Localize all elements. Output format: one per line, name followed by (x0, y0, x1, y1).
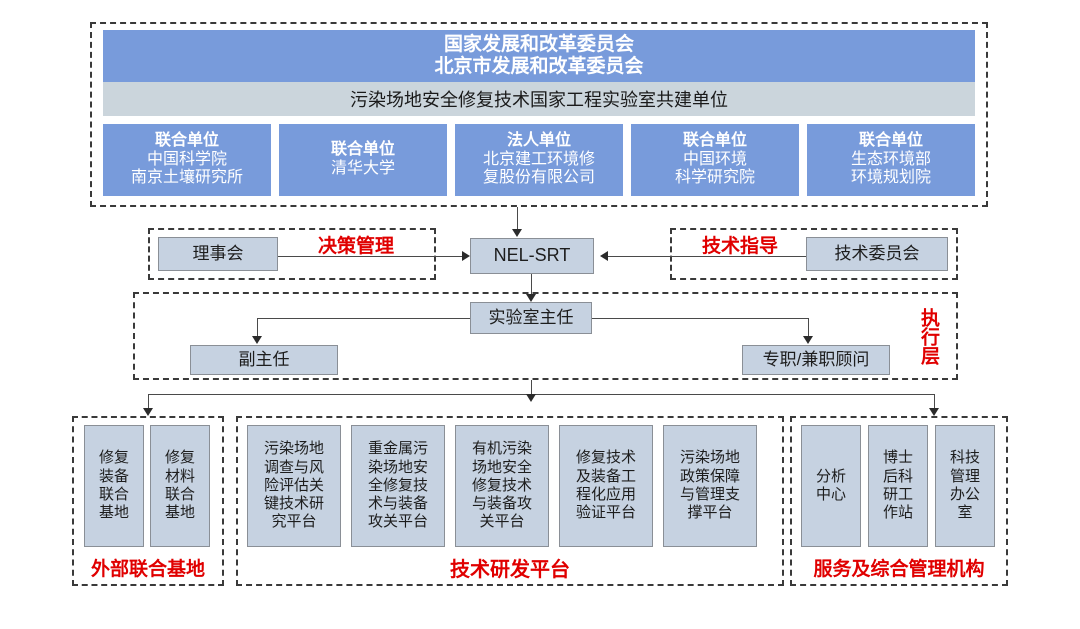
unit-name-2-line1: 北京建工环境修 (482, 150, 595, 168)
arrow-council-to-center (462, 251, 470, 261)
service-admin-item-2: 科技管理办公室 (935, 425, 995, 547)
execution-layer-group (133, 292, 958, 380)
unit-name-0-line2: 南京土壤研究所 (130, 169, 243, 187)
rd-platform-item-0-text: 污染场地调查与风险评估关键技术研究平台 (263, 440, 324, 531)
arrow-director-to-advisor (803, 336, 813, 344)
deputy-director-label: 副主任 (238, 349, 290, 369)
top-header-line2: 北京市发展和改革委员会 (434, 56, 644, 77)
external-base-group (72, 416, 224, 586)
rd-platform-item-1-text: 重金属污染场地安全修复技术与装备攻关平台 (367, 440, 428, 531)
unit-box-1: 联合单位 清华大学 (279, 124, 447, 196)
rd-platform-item-4-text: 污染场地政策保障与管理支撑平台 (679, 449, 740, 522)
service-admin-item-0-text: 分析中心 (815, 467, 846, 503)
bus-drop-right (934, 394, 935, 410)
guidance-group (670, 228, 958, 280)
top-governing-group (90, 22, 988, 207)
rd-platform-item-3-text: 修复技术及装备工程化应用验证平台 (575, 449, 636, 522)
unit-box-3: 联合单位 中国环境 科学研究院 (631, 124, 799, 196)
top-subtitle-text: 污染场地安全修复技术国家工程实验室共建单位 (350, 90, 728, 110)
rd-platform-item-0: 污染场地调查与风险评估关键技术研究平台 (247, 425, 341, 547)
connector-center-to-director (531, 274, 532, 296)
advisor-label: 专职/兼职顾问 (762, 349, 870, 369)
execution-branch-left (257, 318, 470, 319)
unit-name-4-line2: 环境规划院 (850, 169, 931, 187)
technical-guidance-label: 技术指导 (701, 235, 778, 257)
unit-role-2: 法人单位 (506, 131, 571, 149)
unit-role-1: 联合单位 (330, 141, 395, 159)
decision-group (148, 228, 436, 280)
connector-committee-to-center (608, 256, 806, 257)
council-label: 理事会 (192, 243, 244, 263)
tech-committee-label: 技术委员会 (834, 243, 920, 263)
unit-name-3-line1: 中国环境 (682, 150, 747, 168)
unit-name-0-line1: 中国科学院 (146, 150, 227, 168)
director-box: 实验室主任 (470, 302, 592, 334)
arrow-bus-left (143, 408, 153, 416)
decision-management-label: 决策管理 (317, 235, 394, 257)
top-header-line1: 国家发展和改革委员会 (443, 33, 634, 55)
external-base-item-0-text: 修复装备联合基地 (98, 449, 129, 522)
bus-horizontal (148, 394, 935, 395)
external-base-group-label: 外部联合基地 (90, 558, 205, 580)
unit-box-0: 联合单位 中国科学院 南京土壤研究所 (103, 124, 271, 196)
arrow-top-to-center (512, 229, 522, 237)
arrow-director-to-deputy (252, 336, 262, 344)
arrow-committee-to-center (600, 251, 608, 261)
tech-committee-box: 技术委员会 (806, 237, 948, 271)
rd-platform-item-1: 重金属污染场地安全修复技术与装备攻关平台 (351, 425, 445, 547)
arrow-center-to-director (526, 294, 536, 302)
advisor-box: 专职/兼职顾问 (742, 345, 890, 375)
service-admin-item-2-text: 科技管理办公室 (949, 449, 980, 522)
deputy-director-box: 副主任 (190, 345, 338, 375)
unit-name-3-line2: 科学研究院 (674, 169, 755, 187)
unit-role-0: 联合单位 (154, 131, 219, 149)
service-admin-group (790, 416, 1008, 586)
rd-platform-item-2: 有机污染场地安全修复技术与装备攻关平台 (455, 425, 549, 547)
rd-platform-group-label: 技术研发平台 (450, 558, 570, 581)
external-base-item-0: 修复装备联合基地 (84, 425, 144, 547)
nel-srt-label: NEL-SRT (493, 245, 571, 266)
unit-name-1-line1: 清华大学 (330, 160, 395, 177)
top-subtitle-band: 污染场地安全修复技术国家工程实验室共建单位 (103, 82, 975, 116)
council-box: 理事会 (158, 237, 278, 271)
arrow-bus-right (929, 408, 939, 416)
service-admin-item-1: 博士后科研工作站 (868, 425, 928, 547)
service-admin-item-0: 分析中心 (801, 425, 861, 547)
execution-layer-label: 执行层 (917, 307, 939, 365)
nel-srt-box: NEL-SRT (470, 238, 594, 274)
unit-role-4: 联合单位 (858, 131, 923, 149)
external-base-item-1: 修复材料联合基地 (150, 425, 210, 547)
connector-top-to-center (517, 207, 518, 231)
unit-name-4-line1: 生态环境部 (850, 150, 931, 168)
rd-platform-item-4: 污染场地政策保障与管理支撑平台 (663, 425, 757, 547)
unit-box-2: 法人单位 北京建工环境修 复股份有限公司 (455, 124, 623, 196)
rd-platform-group (236, 416, 784, 586)
connector-council-to-center (278, 256, 464, 257)
bus-drop-left (148, 394, 149, 410)
service-admin-group-label: 服务及综合管理机构 (813, 558, 985, 580)
unit-box-4: 联合单位 生态环境部 环境规划院 (807, 124, 975, 196)
service-admin-item-1-text: 博士后科研工作站 (882, 449, 913, 522)
top-header-block: 国家发展和改革委员会 北京市发展和改革委员会 (103, 30, 975, 82)
execution-branch-right (592, 318, 808, 319)
bus-stem (531, 380, 532, 394)
execution-branch-right-drop (808, 318, 809, 338)
director-label: 实验室主任 (488, 307, 574, 327)
unit-name-2-line2: 复股份有限公司 (482, 169, 595, 187)
execution-branch-left-drop (257, 318, 258, 338)
rd-platform-item-2-text: 有机污染场地安全修复技术与装备攻关平台 (471, 440, 532, 531)
arrow-bus-center (526, 394, 536, 402)
rd-platform-item-3: 修复技术及装备工程化应用验证平台 (559, 425, 653, 547)
unit-role-3: 联合单位 (682, 131, 747, 149)
external-base-item-1-text: 修复材料联合基地 (164, 449, 195, 522)
